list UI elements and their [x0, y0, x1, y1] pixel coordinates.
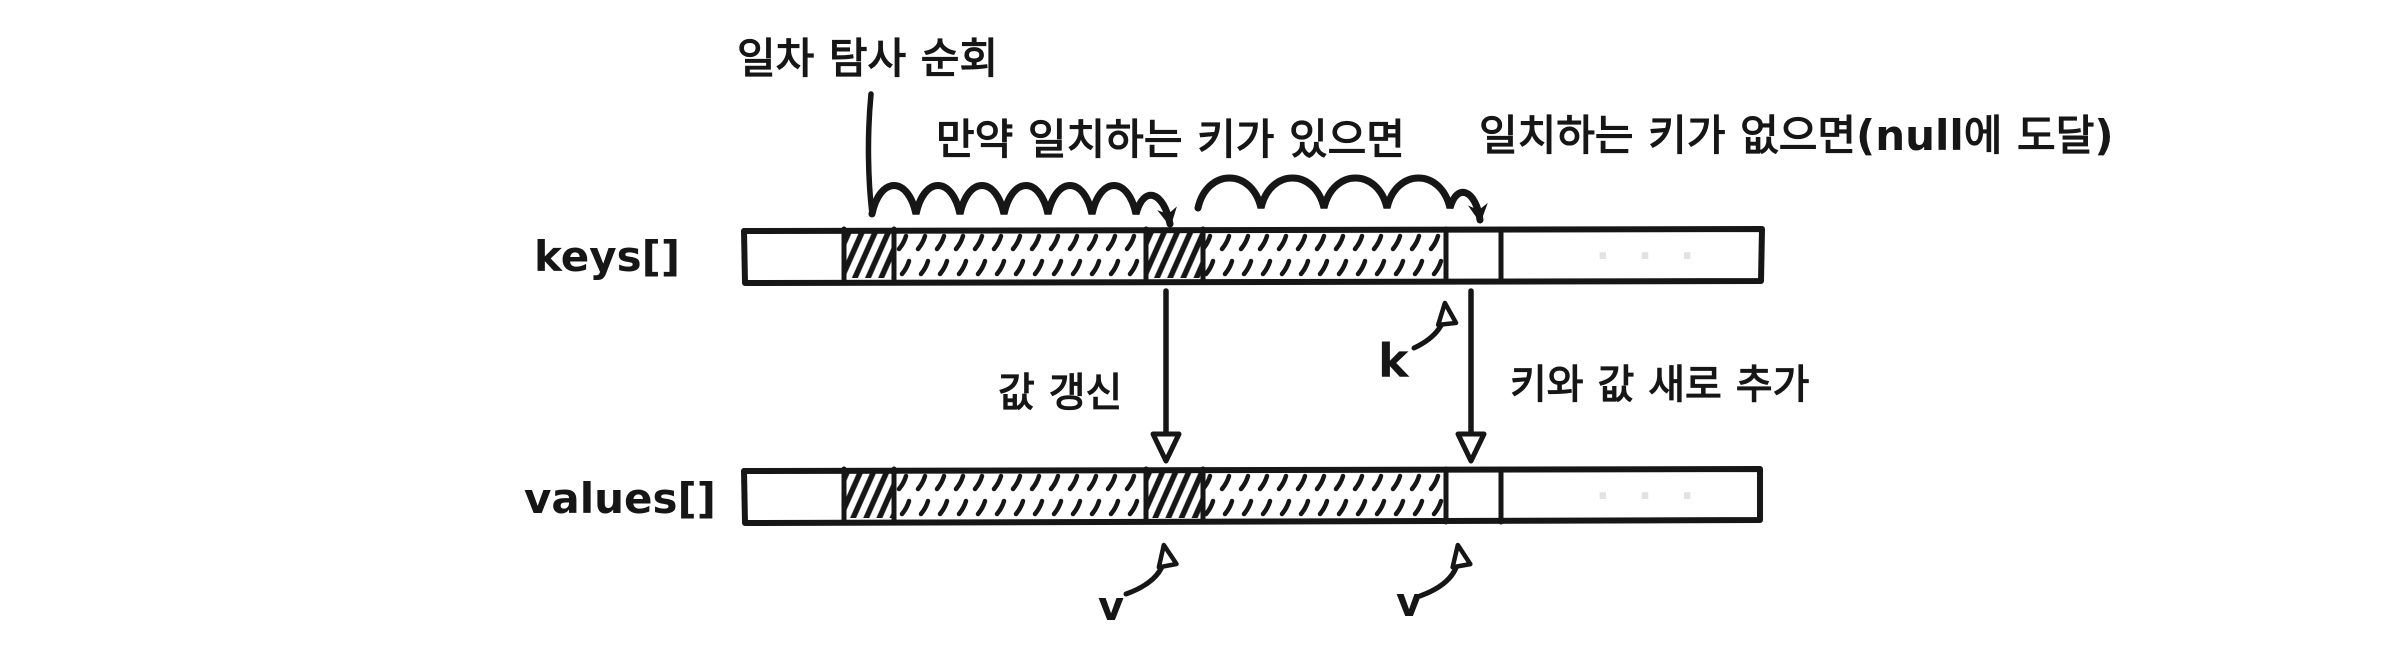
- values-probed-run-1: [894, 473, 1146, 518]
- keys-matched-cell: [1146, 233, 1203, 278]
- keys-probed-run-2: [1203, 233, 1446, 278]
- value-pointer-arrow-update: [1123, 542, 1179, 597]
- values-array: values[] · · ·: [524, 466, 1763, 526]
- keys-probed-run-1: [894, 233, 1146, 278]
- insert-label: 키와 값 새로 추가: [1510, 362, 1810, 408]
- keys-array-border: [741, 226, 1765, 286]
- key-var-label: k: [1378, 334, 1410, 388]
- title-label: 일차 탐사 순회: [737, 34, 998, 83]
- title-pointer-line: [865, 91, 875, 217]
- keys-more-indicator: · · ·: [1596, 236, 1702, 277]
- value-var-update-label: v: [1098, 584, 1124, 630]
- values-occupied-cell-1: [844, 473, 894, 518]
- probe-hops-no-match-arc: [1194, 174, 1488, 224]
- value-var-insert-label: v: [1396, 580, 1422, 626]
- keys-array-label: keys[]: [534, 232, 680, 281]
- value-pointer-arrow-insert: [1417, 542, 1473, 599]
- values-more-indicator: · · ·: [1596, 476, 1702, 517]
- key-pointer-arrow: [1411, 300, 1459, 351]
- keys-occupied-cell-1: [844, 233, 894, 278]
- no-match-case-label: 일치하는 키가 없으면(null에 도달): [1479, 111, 2114, 160]
- match-case-label: 만약 일치하는 키가 있으면: [936, 115, 1405, 164]
- keys-cell-dividers: [841, 226, 1504, 285]
- values-array-border: [741, 466, 1763, 526]
- probe-hops-match-arc: [868, 182, 1177, 228]
- values-updated-cell: [1146, 473, 1203, 518]
- keys-array: keys[] · · ·: [534, 226, 1765, 286]
- values-cell-dividers: [841, 466, 1504, 525]
- values-probed-run-2: [1203, 473, 1446, 518]
- values-array-label: values[]: [524, 474, 716, 523]
- update-value-label: 값 갱신: [998, 370, 1122, 416]
